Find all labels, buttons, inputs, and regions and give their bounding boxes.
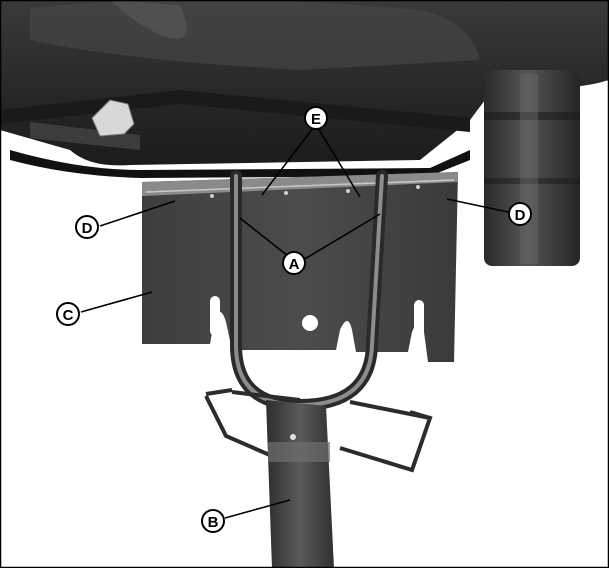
wire-frame [204,388,433,473]
callout-D-left: D [75,215,99,239]
callout-C-label: C [63,307,74,324]
callout-D-left-label: D [82,220,93,237]
callout-D-right: D [508,202,532,226]
leader-lines [80,127,509,519]
callout-E-label: E [311,111,321,128]
hanging-weight [266,400,334,568]
callout-D-right-label: D [515,207,526,224]
callout-B-label: B [208,514,219,531]
mower-deck [0,0,609,178]
callout-E: E [304,106,328,130]
callout-B: B [201,509,225,533]
callout-A: A [282,251,306,275]
callout-A-label: A [289,256,300,273]
callout-C: C [56,302,80,326]
wheel-mount-post [484,70,580,266]
